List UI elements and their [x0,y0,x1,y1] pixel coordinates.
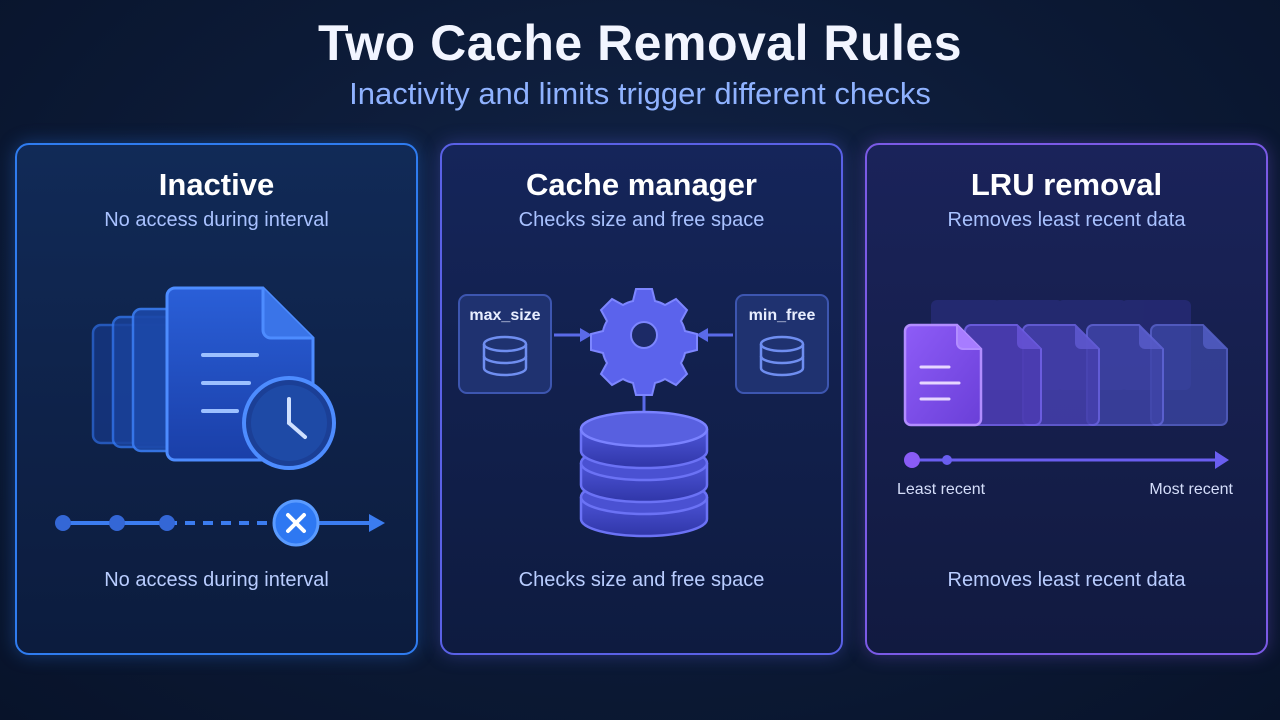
panel-lru-removal: LRU removal Removes least recent data [865,143,1268,655]
panel-title: Cache manager [526,167,757,202]
x-mark-icon [272,499,320,547]
least-recent-document [903,323,983,427]
panel-footer: Removes least recent data [947,569,1186,591]
panel-footer: No access during interval [104,569,329,591]
gear-icon [590,288,698,396]
axis-end-label: Most recent [1149,481,1233,498]
clock-icon [242,376,336,470]
panel-footer: Checks size and free space [518,569,765,591]
document-row-icon [903,323,1228,427]
database-icon [482,335,528,377]
arrow-icon [904,451,1229,469]
panel-title: Inactive [158,167,275,202]
min-free-label: min_free [748,307,816,324]
panel-cache-manager: Cache manager Checks size and free space [440,143,843,655]
database-icon [759,335,805,377]
inactive-illustration [55,286,385,547]
lru-illustration [903,300,1229,469]
panel-subtitle: Removes least recent data [947,209,1186,231]
max-size-box [458,294,552,394]
max-size-label: max_size [469,307,541,324]
timeline-icon [55,514,385,532]
page-subtitle: Inactivity and limits trigger different … [349,76,931,111]
panel-inactive: Inactive No access during interval [15,143,418,655]
panel-subtitle: No access during interval [104,209,329,231]
database-stack-icon [579,410,709,538]
document-stack-icon [91,286,315,462]
panel-title: LRU removal [970,167,1163,202]
cache-manager-illustration [458,288,829,538]
panel-subtitle: Checks size and free space [518,209,765,231]
page-title: Two Cache Removal Rules [317,15,963,71]
axis-start-label: Least recent [897,481,986,498]
min-free-box [735,294,829,394]
